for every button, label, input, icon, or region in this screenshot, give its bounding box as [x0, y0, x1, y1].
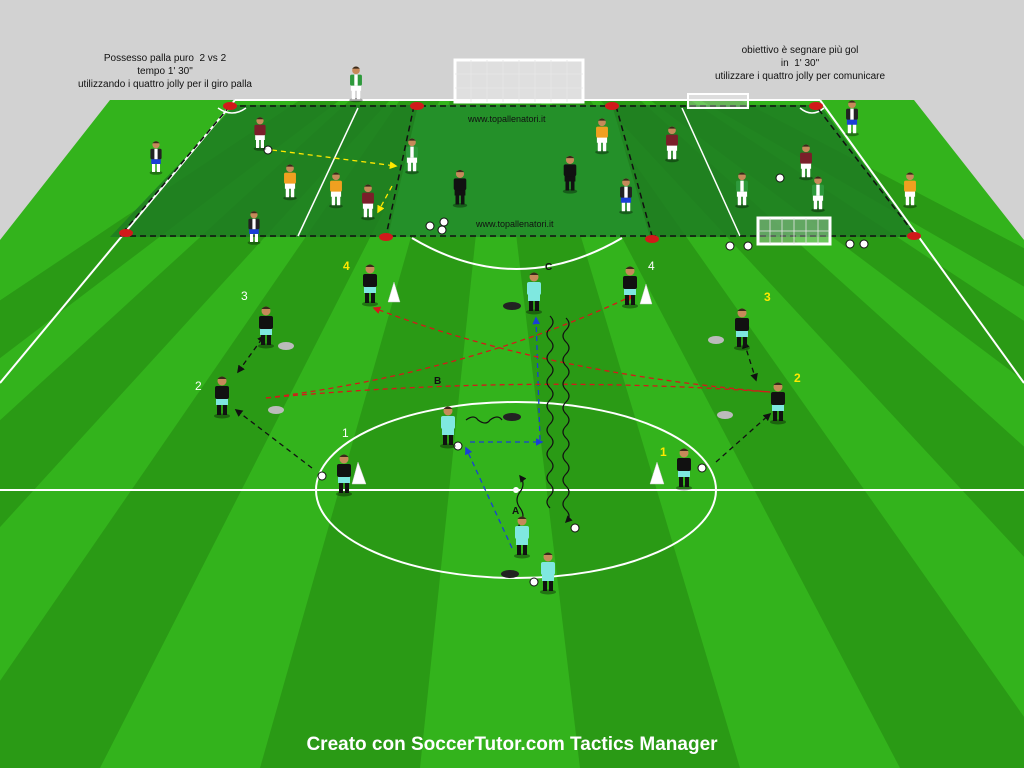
player-cyan-26 [526, 272, 542, 315]
label-3-left: 3 [241, 289, 248, 303]
player-black-22 [214, 376, 230, 419]
label-3-right: 3 [764, 290, 771, 304]
player-orange-10 [595, 118, 609, 155]
label-4-right: 4 [648, 259, 655, 273]
player-ref-9 [562, 155, 578, 194]
player-green-0 [349, 66, 363, 103]
label-c: C [545, 262, 553, 273]
central-zone [388, 105, 650, 237]
small-goal-bottom [756, 216, 832, 246]
balls [263, 145, 869, 587]
player-cyan-28 [514, 516, 530, 559]
watermark-top: www.topallenatori.it [468, 114, 546, 124]
player-green-6 [405, 138, 419, 175]
label-1-left: 1 [342, 426, 349, 440]
player-green-15 [811, 176, 825, 213]
player-orange-3 [283, 164, 297, 201]
small-goal-top [687, 93, 749, 109]
player-cyan-29 [540, 552, 556, 595]
label-2-left: 2 [195, 379, 202, 393]
player-maroon-14 [799, 144, 813, 181]
player-black-20 [258, 306, 274, 349]
player-ref-8 [452, 169, 468, 208]
player-stripe-16 [845, 100, 859, 137]
red-run-arrows [265, 295, 771, 399]
corner-discs [119, 102, 921, 243]
label-1-right: 1 [660, 445, 667, 459]
player-orange-17 [903, 172, 917, 209]
label-2-right: 2 [794, 371, 801, 385]
player-orange-4 [329, 172, 343, 209]
instruction-right: obiettivo è segnare più gol in 1' 30" ut… [714, 45, 886, 82]
player-stripe-11 [619, 178, 633, 215]
player-black-24 [336, 454, 352, 497]
white-cones [351, 281, 665, 485]
player-maroon-12 [665, 126, 679, 163]
player-stripe-7 [247, 211, 261, 245]
yellow-arrows [271, 149, 398, 214]
player-stripe-2 [149, 141, 163, 175]
player-cyan-27 [440, 406, 456, 449]
watermark-bottom: www.topallenatori.it [476, 219, 554, 229]
big-goal [453, 58, 585, 104]
instruction-left: Possesso palla puro 2 vs 2 tempo 1' 30" … [78, 53, 252, 90]
marker-discs [268, 302, 733, 578]
player-maroon-5 [361, 184, 375, 221]
label-4-left: 4 [343, 259, 350, 273]
centre-spot [513, 487, 519, 493]
player-maroon-1 [253, 117, 267, 151]
label-b: B [434, 376, 442, 387]
player-black-21 [734, 308, 750, 351]
label-a: A [512, 506, 520, 517]
player-black-25 [676, 448, 692, 491]
player-black-23 [770, 382, 786, 425]
footer-credit: Creato con SoccerTutor.com Tactics Manag… [306, 734, 718, 755]
black-pass-arrows [234, 334, 772, 469]
player-black-18 [362, 264, 378, 307]
player-black-19 [622, 266, 638, 309]
players [149, 66, 917, 595]
player-green-13 [735, 172, 749, 209]
blue-arrows [465, 316, 544, 549]
